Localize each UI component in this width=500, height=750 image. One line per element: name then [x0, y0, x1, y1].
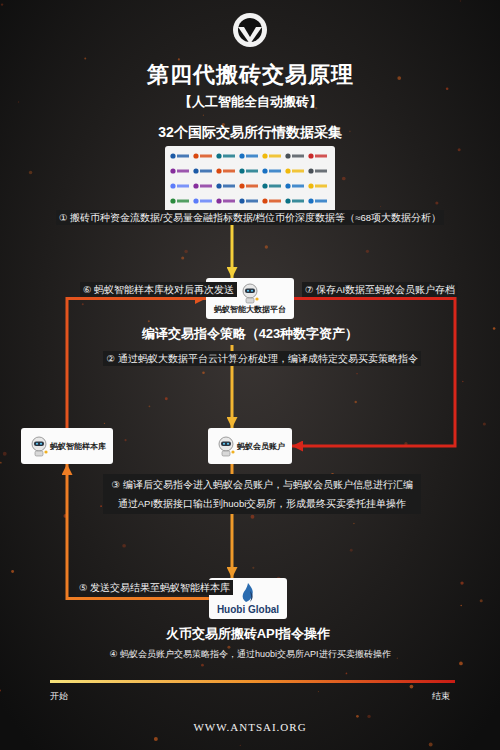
- step-label: ② 通过蚂蚁大数据平台云计算分析处理，编译成特定交易买卖策略指令: [103, 351, 420, 366]
- robot-icon: [28, 435, 50, 457]
- node-shape: 蚂蚁智能样本库: [21, 428, 113, 464]
- step-label: ⑥ 蚂蚁智能样本库校对后再次发送: [80, 282, 237, 297]
- node-label: Huobi Global: [217, 604, 279, 615]
- step-note: ④ 蚂蚁会员账户交易策略指令，通过huobi交易所API进行买卖搬砖操作: [109, 648, 390, 661]
- node-heading: 编译交易指令策略（423种数字资产）: [142, 325, 359, 343]
- bar-start-label: 开始: [50, 690, 68, 703]
- huobi-logo: [238, 582, 258, 604]
- top-logo: [233, 13, 267, 47]
- node-label: 蚂蚁智能大数据平台: [214, 304, 286, 315]
- robot-icon: [239, 282, 261, 304]
- exchange-logos: [167, 148, 333, 212]
- step-label: ⑦ 保存AI数据至蚂蚁会员账户存档: [302, 282, 458, 297]
- data-source-panel: 32个国际交易所行情数据采集: [158, 118, 342, 214]
- step-label: ① 搬砖币种资金流数据/交易量金融指标数据/档位币价深度数据等（≈68项大数据分…: [56, 210, 444, 225]
- robot-icon: [215, 435, 237, 457]
- node-shape: [165, 146, 335, 214]
- step-label: ③ 编译后交易指令进入蚂蚁会员账户，与蚂蚁会员账户信息进行汇编 通过API数据接…: [103, 474, 421, 514]
- node-shape: 蚂蚁会员账户: [208, 428, 292, 464]
- library-box: 蚂蚁智能样本库: [21, 428, 113, 464]
- diagram-title: 第四代搬砖交易原理: [147, 60, 354, 90]
- bar-end-label: 结束: [432, 690, 450, 703]
- node-heading: 火币交易所搬砖API指令操作: [166, 625, 331, 643]
- subtitle: 【人工智能全自动搬砖】: [179, 93, 322, 111]
- node-heading: 32个国际交易所行情数据采集: [158, 124, 342, 142]
- node-label: 蚂蚁会员账户: [237, 441, 285, 452]
- account-box: 蚂蚁会员账户: [208, 428, 292, 464]
- flow-arrow: [292, 299, 455, 447]
- step-label: ⑤ 发送交易结果至蚂蚁智能样本库: [76, 580, 233, 595]
- website-url: WWW.ANTSAI.ORG: [193, 721, 306, 733]
- node-label: 蚂蚁智能样本库: [50, 441, 106, 452]
- progress-bar: [50, 680, 455, 683]
